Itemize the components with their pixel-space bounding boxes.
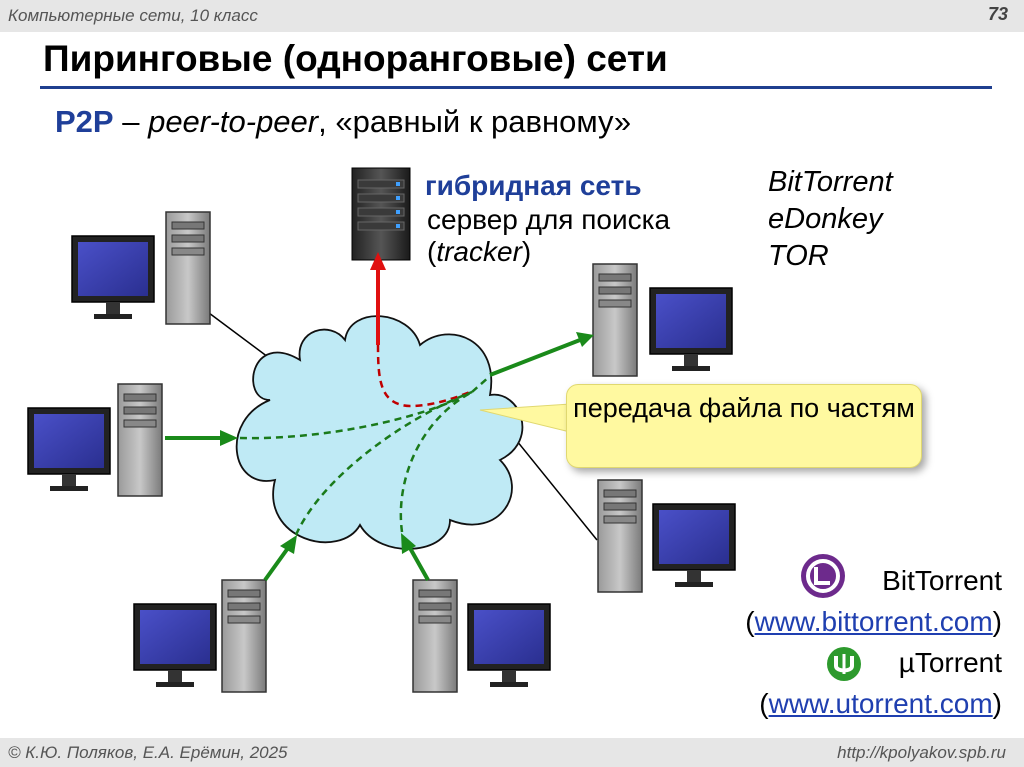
computer-icon	[597, 479, 736, 593]
footer-site: http://kpolyakov.spb.ru	[837, 743, 1006, 762]
paren-open: (	[427, 236, 437, 267]
network-cloud	[235, 315, 524, 550]
utorrent-link[interactable]: www.utorrent.com	[768, 688, 993, 719]
utorrent-logo-icon	[827, 647, 861, 681]
header-bar: Компьютерные сети, 10 класс 73	[0, 0, 1024, 32]
hybrid-network-desc: сервер для поиска	[427, 204, 671, 235]
subtitle: P2P – peer-to-peer, «равный к равному»	[55, 104, 631, 140]
computer-icon	[133, 579, 267, 693]
client-links: BitTorrent (www.bittorrent.com) µTorrent…	[745, 560, 1002, 724]
subtitle-dash: –	[113, 104, 149, 139]
bittorrent-link-row: (www.bittorrent.com)	[745, 606, 1002, 637]
hybrid-network-title: гибридная сеть	[425, 170, 642, 201]
p2p-english: peer-to-peer	[148, 104, 319, 139]
computer-icon	[592, 263, 733, 377]
computer-icon	[71, 211, 211, 325]
tracker-label: (tracker)	[427, 236, 531, 268]
tracker-term: tracker	[436, 236, 522, 267]
footer-authors: © К.Ю. Поляков, Е.А. Ерёмин, 2025	[8, 743, 288, 762]
link-line	[204, 309, 273, 361]
transfer-arrows	[165, 332, 594, 582]
computer-icon	[27, 383, 163, 497]
footer-bar: © К.Ю. Поляков, Е.А. Ерёмин, 2025 http:/…	[0, 738, 1024, 767]
tracker-arrow	[370, 252, 471, 408]
page-number: 73	[987, 4, 1008, 24]
course-name: Компьютерные сети, 10 класс	[8, 6, 258, 25]
bittorrent-link[interactable]: www.bittorrent.com	[754, 606, 993, 637]
p2p-russian: , «равный к равному»	[318, 104, 632, 139]
example-item: BitTorrent	[768, 166, 893, 198]
example-item: TOR	[768, 240, 829, 272]
page-title: Пиринговые (одноранговые) сети	[43, 38, 668, 79]
utorrent-link-row: (www.utorrent.com)	[759, 688, 1002, 719]
bittorrent-name: BitTorrent	[882, 565, 1002, 596]
bittorrent-logo-icon	[801, 554, 845, 598]
callout-box: передача файла по частям	[566, 384, 922, 468]
paren-close: )	[521, 236, 532, 267]
title-underline	[40, 86, 992, 89]
example-item: eDonkey	[768, 203, 883, 235]
utorrent-name: µTorrent	[898, 647, 1002, 678]
p2p-term: P2P	[55, 104, 114, 139]
computer-icon	[412, 579, 551, 693]
example-networks: BitTorrent eDonkey TOR	[768, 164, 893, 275]
server-icon	[351, 167, 411, 261]
